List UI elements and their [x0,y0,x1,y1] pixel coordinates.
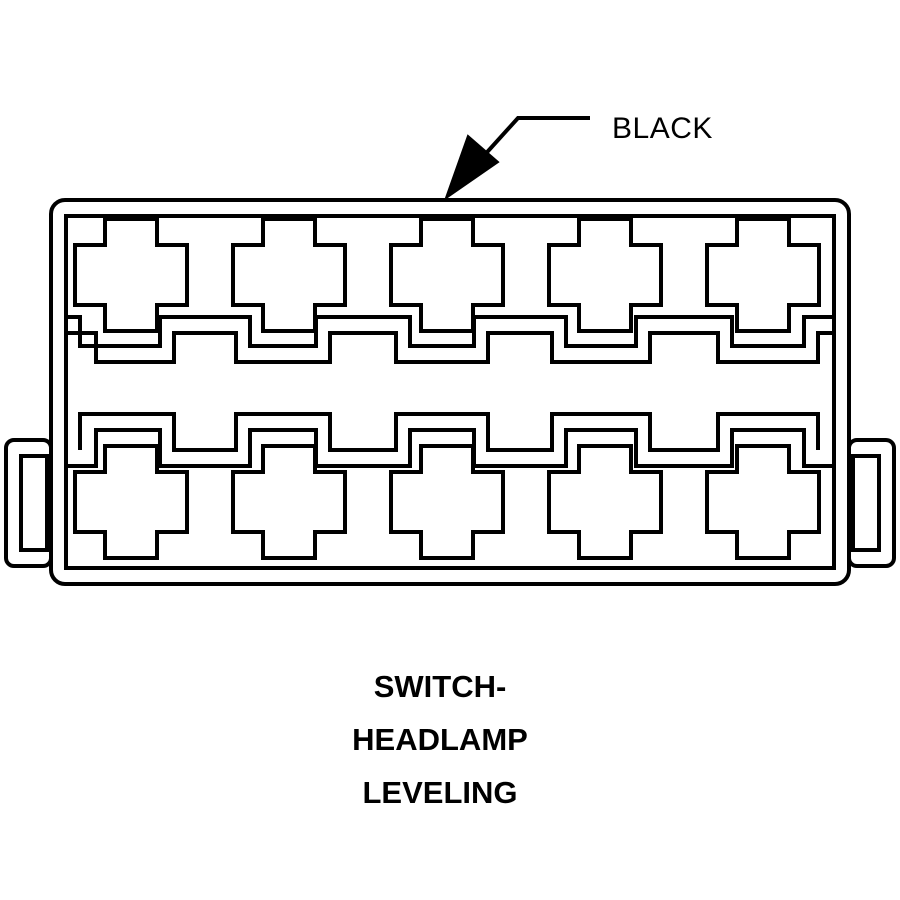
terminal-cavity [231,444,347,560]
terminal-cavity [547,444,663,560]
terminal-cavity [73,444,189,560]
lower-keying-rib [66,412,834,468]
terminal-cavity [547,217,663,333]
component-name-line-1: SWITCH- [373,669,507,704]
connector-housing-inner [64,214,836,570]
terminal-cavity [231,217,347,333]
component-name: SWITCH- HEADLAMP LEVELING [300,660,580,819]
terminal-cavities [73,217,821,560]
upper-keying-rib [66,315,834,364]
terminal-cavity [389,444,505,560]
wire-color-label: BLACK [612,112,713,145]
left-latch [4,438,53,568]
connector-housing-outer [49,198,851,586]
terminal-cavity [389,217,505,333]
terminal-cavity [73,217,189,333]
terminal-cavity [705,217,821,333]
component-name-line-3: LEVELING [362,775,518,810]
terminal-cavity [705,444,821,560]
right-latch [847,438,896,568]
component-name-line-2: HEADLAMP [352,722,528,757]
callout-leader [444,116,590,201]
